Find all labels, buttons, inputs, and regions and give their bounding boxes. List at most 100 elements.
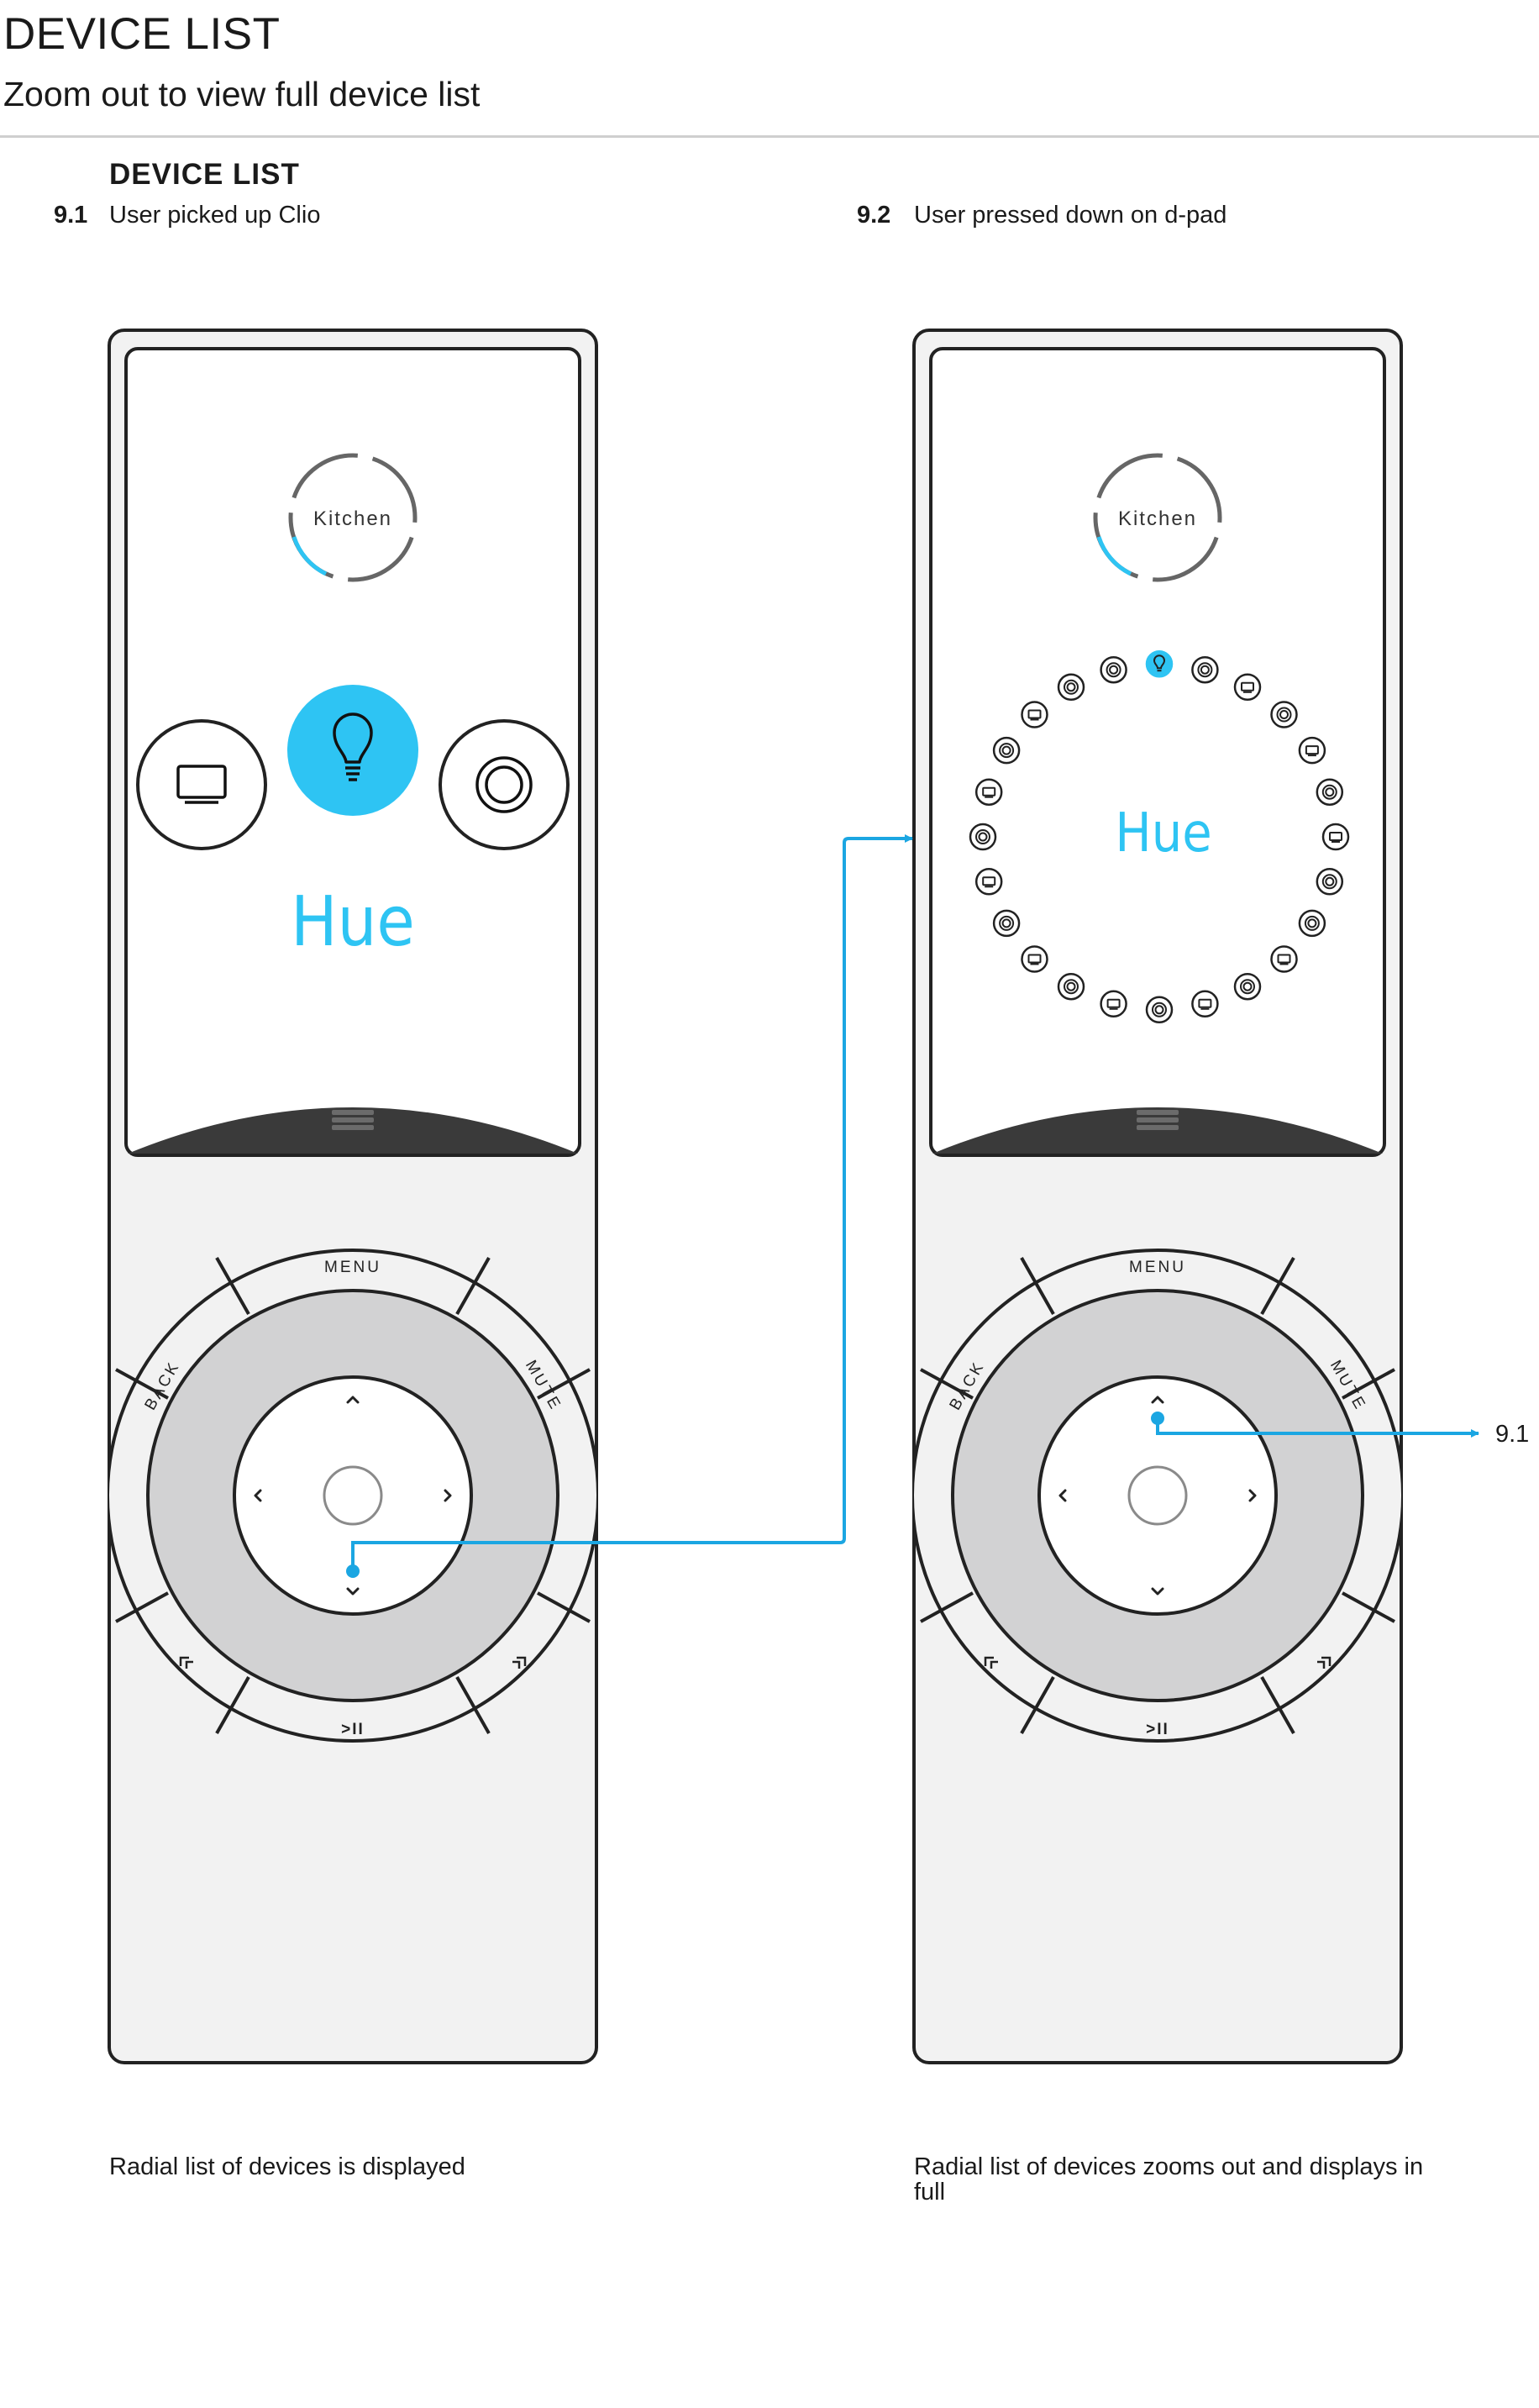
radial-device-item[interactable]	[992, 909, 1021, 938]
dpad-up-icon[interactable]	[346, 1396, 360, 1404]
speaker-icon	[1152, 1002, 1167, 1017]
radial-device-item[interactable]	[1191, 990, 1219, 1018]
speaker-icon	[1321, 784, 1337, 800]
radial-device-item[interactable]	[1233, 972, 1262, 1001]
device-speaker[interactable]	[439, 719, 570, 850]
speaker-icon	[999, 743, 1015, 759]
dpad-left-icon[interactable]	[1058, 1489, 1067, 1502]
radial-device-item[interactable]	[969, 823, 997, 851]
speaker-icon	[1304, 915, 1320, 931]
skip-back-icon[interactable]	[179, 1656, 193, 1669]
room-label: Kitchen	[1118, 507, 1197, 530]
dpad-left-icon[interactable]	[254, 1489, 262, 1502]
header-divider	[0, 135, 1539, 138]
menu-button[interactable]: MENU	[324, 1259, 381, 1276]
dpad-up-icon[interactable]	[1151, 1396, 1164, 1404]
radial-device-item[interactable]	[1145, 996, 1174, 1024]
device-tv[interactable]	[136, 719, 267, 850]
caption-9-1: Radial list of devices is displayed	[109, 2153, 465, 2180]
device-name: Hue	[291, 882, 415, 962]
tv-icon	[1277, 954, 1291, 965]
lightbulb-icon	[1153, 655, 1166, 672]
radial-device-list	[969, 649, 1350, 1024]
dpad-down-icon[interactable]	[1151, 1587, 1164, 1596]
screen-dock	[128, 1107, 578, 1154]
tv-icon	[1106, 998, 1121, 1010]
speaker-icon	[1064, 679, 1079, 695]
room-label: Kitchen	[313, 507, 392, 530]
connector-target-label: 9.1	[1495, 1421, 1529, 1448]
control-wheel: MENU BACK MUTE >II	[914, 1249, 1401, 1743]
dpad-right-icon[interactable]	[1248, 1489, 1257, 1502]
skip-forward-icon[interactable]	[1317, 1656, 1332, 1669]
tv-icon	[1329, 832, 1342, 843]
dpad-down-icon[interactable]	[346, 1587, 360, 1596]
radial-device-item[interactable]	[1100, 655, 1127, 684]
radial-device-item[interactable]	[974, 778, 1003, 806]
dpad[interactable]	[233, 1375, 473, 1616]
room-dial: Kitchen	[288, 453, 418, 582]
speaker-icon	[999, 915, 1015, 931]
speaker-icon	[1276, 707, 1292, 723]
step-description-9-2: User pressed down on d-pad	[914, 202, 1227, 229]
remote-9-1: Kitchen Hue	[108, 329, 598, 2064]
radial-device-item[interactable]	[1321, 823, 1350, 851]
radial-device-item[interactable]	[1145, 649, 1174, 678]
radial-device-item[interactable]	[1021, 945, 1048, 973]
tv-icon	[1305, 745, 1319, 757]
radial-device-item[interactable]	[1298, 736, 1326, 765]
device-name: Hue	[1115, 802, 1211, 865]
tv-icon	[982, 786, 996, 798]
step-number-9-1: 9.1	[54, 202, 88, 229]
step-number-9-2: 9.2	[857, 202, 891, 229]
tv-icon	[1027, 954, 1042, 965]
section-title: DEVICE LIST	[109, 158, 300, 191]
skip-forward-icon[interactable]	[512, 1656, 527, 1669]
speaker-icon	[1321, 874, 1337, 890]
speaker-icon	[1064, 979, 1079, 995]
menu-button[interactable]: MENU	[1129, 1259, 1186, 1276]
speaker-icon	[975, 829, 990, 844]
skip-back-icon[interactable]	[984, 1656, 998, 1669]
tv-icon	[1198, 998, 1212, 1010]
flow-connector-9-1-to-9-2	[346, 834, 913, 1578]
tv-icon	[1241, 681, 1254, 693]
room-dial: Kitchen	[1093, 453, 1222, 582]
device-hue-selected[interactable]	[287, 685, 418, 816]
play-pause-button[interactable]: >II	[1146, 1721, 1169, 1738]
caption-9-2: Radial list of devices zooms out and dis…	[914, 2153, 1424, 2206]
play-pause-button[interactable]: >II	[341, 1721, 365, 1738]
screen-dock	[932, 1107, 1383, 1154]
select-button[interactable]	[323, 1465, 383, 1526]
speaker-icon	[1106, 662, 1121, 678]
radial-device-item[interactable]	[974, 868, 1003, 896]
radial-device-item[interactable]	[1057, 673, 1085, 702]
dpad[interactable]	[1037, 1375, 1278, 1616]
step-description-9-1: User picked up Clio	[109, 202, 321, 229]
page-subtitle: Zoom out to view full device list	[3, 75, 481, 113]
radial-device-item[interactable]	[1298, 909, 1326, 938]
radial-device-item[interactable]	[1316, 868, 1344, 896]
speaker-icon	[1197, 662, 1213, 678]
radial-device-item[interactable]	[1270, 701, 1298, 728]
radial-device-item[interactable]	[1233, 673, 1262, 702]
page-title: DEVICE LIST	[3, 9, 281, 59]
radial-device-item[interactable]	[992, 736, 1021, 765]
speaker-icon	[1240, 979, 1255, 995]
radial-device-item[interactable]	[1021, 701, 1048, 728]
dpad-right-icon[interactable]	[444, 1489, 452, 1502]
dock-handle-icon	[1137, 1110, 1179, 1130]
dock-handle-icon	[332, 1110, 374, 1130]
radial-device-item[interactable]	[1191, 655, 1219, 684]
radial-device-item[interactable]	[1057, 972, 1085, 1001]
radial-device-item[interactable]	[1270, 945, 1298, 973]
control-wheel: MENU BACK MUTE >II	[109, 1249, 596, 1743]
tv-icon	[1027, 709, 1042, 721]
flow-connector-9-2-to-9-1: 9.1	[1151, 1412, 1529, 1448]
remote-9-2: Kitchen Hue	[912, 329, 1403, 2064]
radial-device-item[interactable]	[1316, 778, 1344, 806]
tv-icon	[982, 876, 996, 888]
select-button[interactable]	[1127, 1465, 1188, 1526]
radial-device-item[interactable]	[1100, 990, 1127, 1018]
